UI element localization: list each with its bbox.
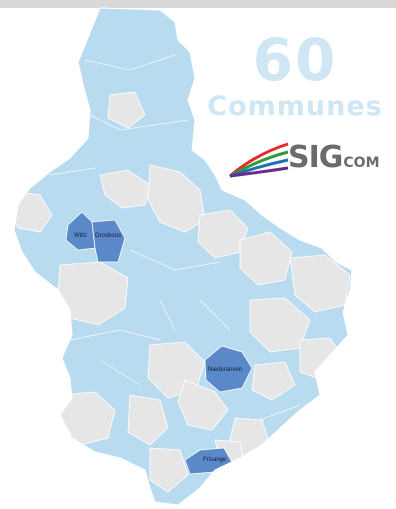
highlighted-commune-grosbous [91, 219, 126, 263]
logo-text-small: COM [343, 155, 380, 171]
non-member-area [107, 91, 146, 129]
commune-border [79, 109, 189, 131]
label-niederanven: Niederanven [208, 367, 243, 373]
commune-border [49, 167, 96, 176]
sigcom-logo: SIGCOM [228, 136, 388, 180]
non-member-area [251, 361, 296, 401]
communes-label: Communes [207, 91, 383, 122]
commune-border [99, 359, 141, 386]
logo-text: SIGCOM [288, 140, 380, 175]
top-strip [0, 0, 396, 8]
country-outline [13, 7, 353, 506]
label-wiltz: Wiltz [74, 233, 87, 239]
commune-border [69, 329, 161, 341]
label-grosbous: Grosbous [95, 233, 122, 239]
non-member-area [239, 231, 293, 286]
commune-border [159, 299, 176, 331]
non-member-area [99, 169, 151, 209]
commune-border [259, 404, 301, 421]
logo-swoosh-icon [229, 142, 289, 178]
commune-border [129, 249, 221, 271]
non-member-area [149, 447, 189, 493]
commune-border [84, 54, 176, 71]
non-member-area [127, 394, 169, 446]
logo-text-big: SIG [288, 140, 343, 175]
commune-count: 60 [252, 26, 338, 94]
non-member-area [147, 164, 206, 233]
highlighted-commune-niederanven [204, 345, 253, 393]
label-frisange: Frisange [203, 457, 227, 463]
commune-border [199, 299, 231, 331]
non-member-area [177, 379, 229, 431]
